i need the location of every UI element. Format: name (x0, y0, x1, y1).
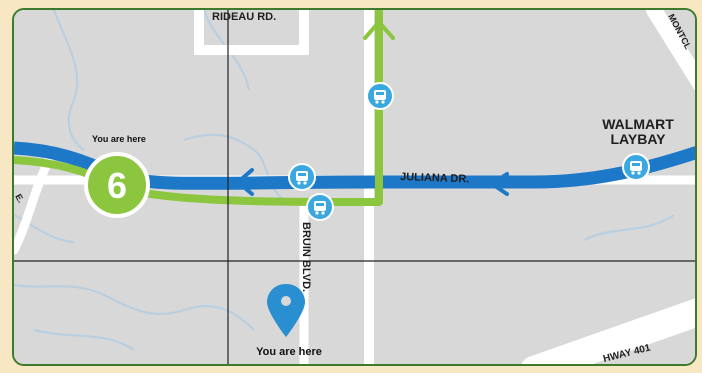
creek-6 (583, 214, 675, 241)
landmark-walmart[interactable]: WALMART LAYBAY (602, 116, 674, 147)
road-label-rideau: RIDEAU RD. (212, 11, 276, 23)
landmark-line-1: WALMART (602, 116, 674, 132)
creek-4 (14, 283, 255, 331)
rideau-road (194, 10, 309, 55)
road-label-bruin: BRUIN BLVD. (300, 222, 312, 292)
road-label-juliana: JULIANA DR. (400, 171, 470, 185)
landmark-line-2: LAYBAY (611, 131, 667, 147)
grid-lines (14, 10, 695, 364)
map-canvas[interactable]: 6 (14, 10, 695, 364)
transit-map[interactable]: 6 (12, 8, 697, 366)
bus-stop-icon[interactable] (288, 163, 316, 191)
creek-7 (14, 214, 75, 244)
montc-road (646, 10, 695, 91)
creek-5 (33, 328, 135, 351)
creek-1 (52, 10, 85, 151)
left-curve-road (14, 155, 54, 255)
blue-route (14, 141, 695, 190)
highway-road (521, 298, 695, 364)
bus-stop-icon[interactable] (366, 82, 394, 110)
route-6-badge[interactable]: 6 (84, 152, 150, 218)
route-arrows (234, 168, 509, 196)
you-are-here-label-bottom: You are here (256, 346, 322, 358)
arrow-left-blue-1 (234, 168, 254, 196)
green-arrow (363, 18, 395, 40)
arrow-up-green (363, 18, 395, 40)
location-pin-icon[interactable] (267, 284, 305, 337)
bus-stop-icon[interactable] (622, 153, 650, 181)
bus-stop-icon[interactable] (306, 193, 334, 221)
you-are-here-label-top: You are here (92, 134, 146, 144)
arrow-left-blue-2 (488, 172, 509, 196)
route-number: 6 (107, 165, 127, 206)
